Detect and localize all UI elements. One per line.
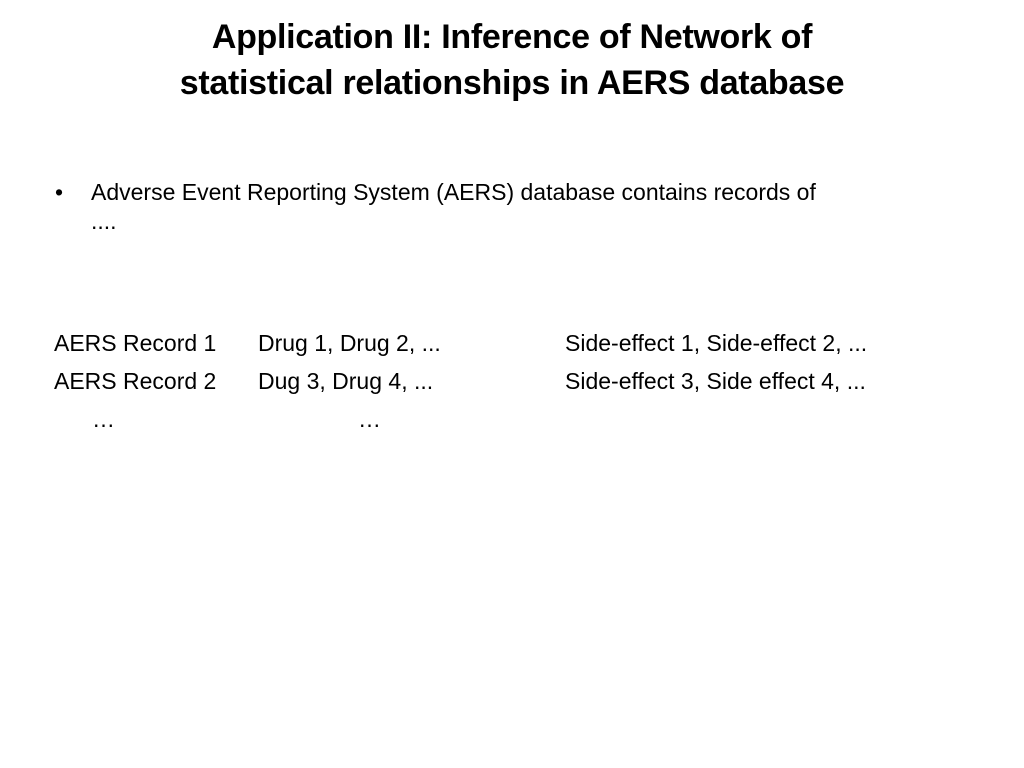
record-drugs: Drug 1, Drug 2, ...	[258, 330, 441, 356]
bullet-text: Adverse Event Reporting System (AERS) da…	[91, 178, 981, 236]
record-drugs: Dug 3, Drug 4, ...	[258, 368, 434, 394]
ellipsis-drugs: …	[358, 406, 381, 432]
slide-title-line-2: statistical relationships in AERS databa…	[179, 64, 845, 102]
bullet-symbol: •	[55, 179, 64, 205]
ellipsis-label: …	[92, 406, 115, 432]
bullet-text-line-1: Adverse Event Reporting System (AERS) da…	[91, 179, 816, 205]
bullet-text-line-2: ....	[91, 208, 117, 234]
slide-title-line-1: Application II: Inference of Network of	[211, 18, 813, 56]
record-side-effects: Side-effect 3, Side effect 4, ...	[565, 368, 866, 394]
slide-title: Application II: Inference of Network of …	[60, 14, 964, 106]
record-label: AERS Record 2	[54, 368, 217, 394]
record-side-effects: Side-effect 1, Side-effect 2, ...	[565, 330, 868, 356]
record-label: AERS Record 1	[54, 330, 217, 356]
